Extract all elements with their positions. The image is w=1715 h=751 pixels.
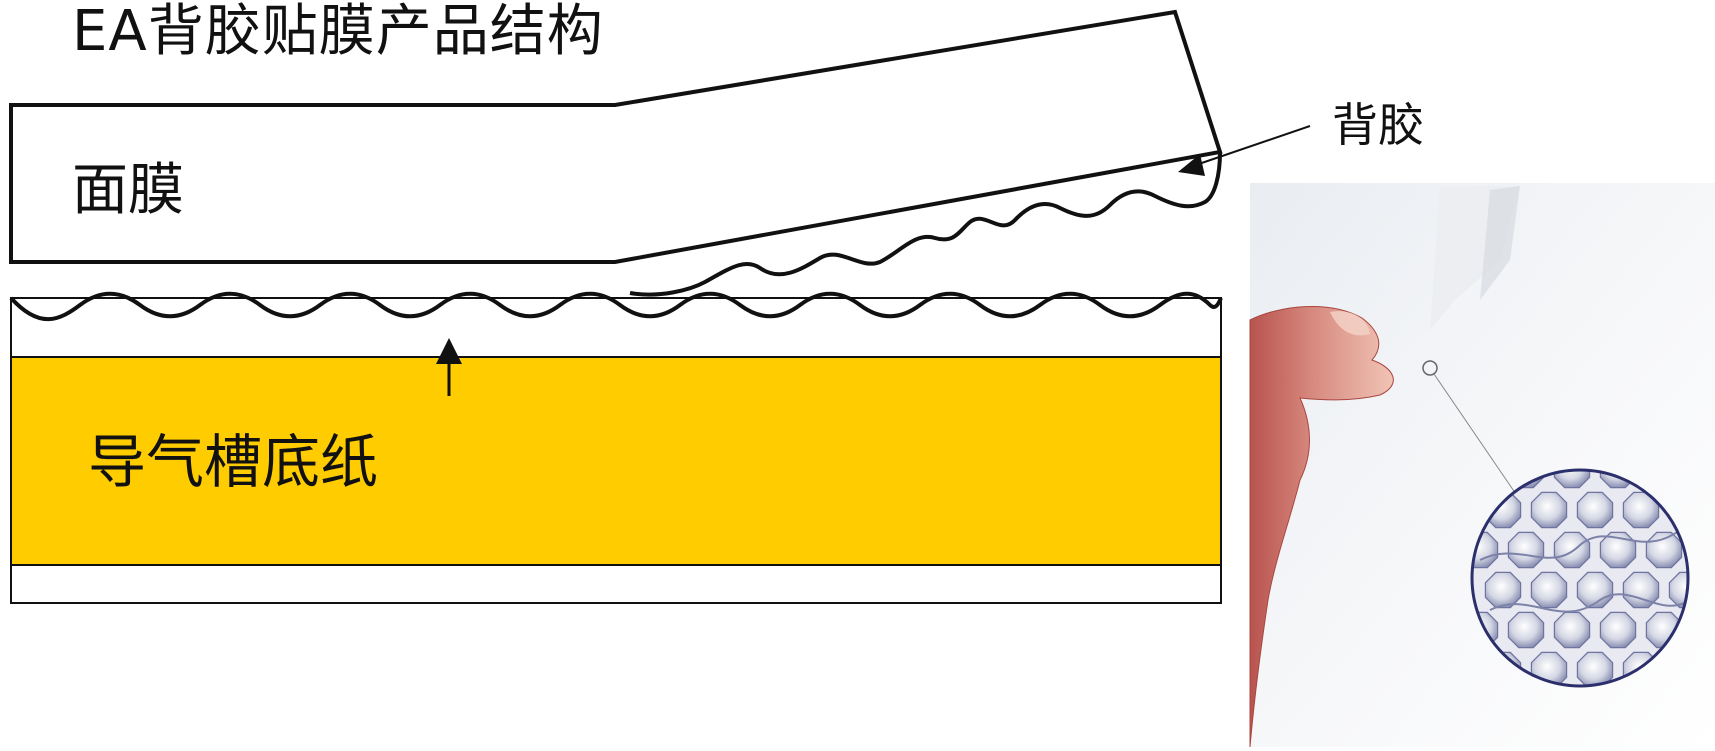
adhesive-dot	[1599, 531, 1637, 569]
adhesive-wave-peeled	[629, 151, 1222, 297]
liner-yellow-core	[10, 356, 1222, 566]
adhesive-dot	[1622, 571, 1660, 609]
adhesive-dot	[1507, 531, 1545, 569]
adhesive-dot	[1484, 571, 1522, 609]
face-film-label: 面膜	[72, 158, 184, 223]
adhesive-dot	[1576, 491, 1614, 529]
liner-up-arrow-head	[436, 338, 462, 364]
adhesive-callout-arrowhead	[1178, 154, 1205, 176]
adhesive-dot	[1553, 470, 1591, 489]
adhesive-wave-bottom	[9, 291, 1223, 322]
adhesive-dot	[1507, 611, 1545, 649]
adhesive-dot	[1553, 531, 1591, 569]
adhesive-dot	[1553, 611, 1591, 649]
adhesive-dot	[1530, 571, 1568, 609]
adhesive-callout-line	[1189, 125, 1311, 168]
diagram-title: EA背胶贴膜产品结构	[72, 0, 604, 64]
release-liner-label: 导气槽底纸	[88, 428, 379, 496]
adhesive-dot	[1576, 651, 1614, 686]
adhesive-dot	[1472, 531, 1499, 569]
adhesive-dot	[1599, 611, 1637, 649]
adhesive-dot	[1530, 491, 1568, 529]
adhesive-label: 背胶	[1332, 98, 1424, 152]
